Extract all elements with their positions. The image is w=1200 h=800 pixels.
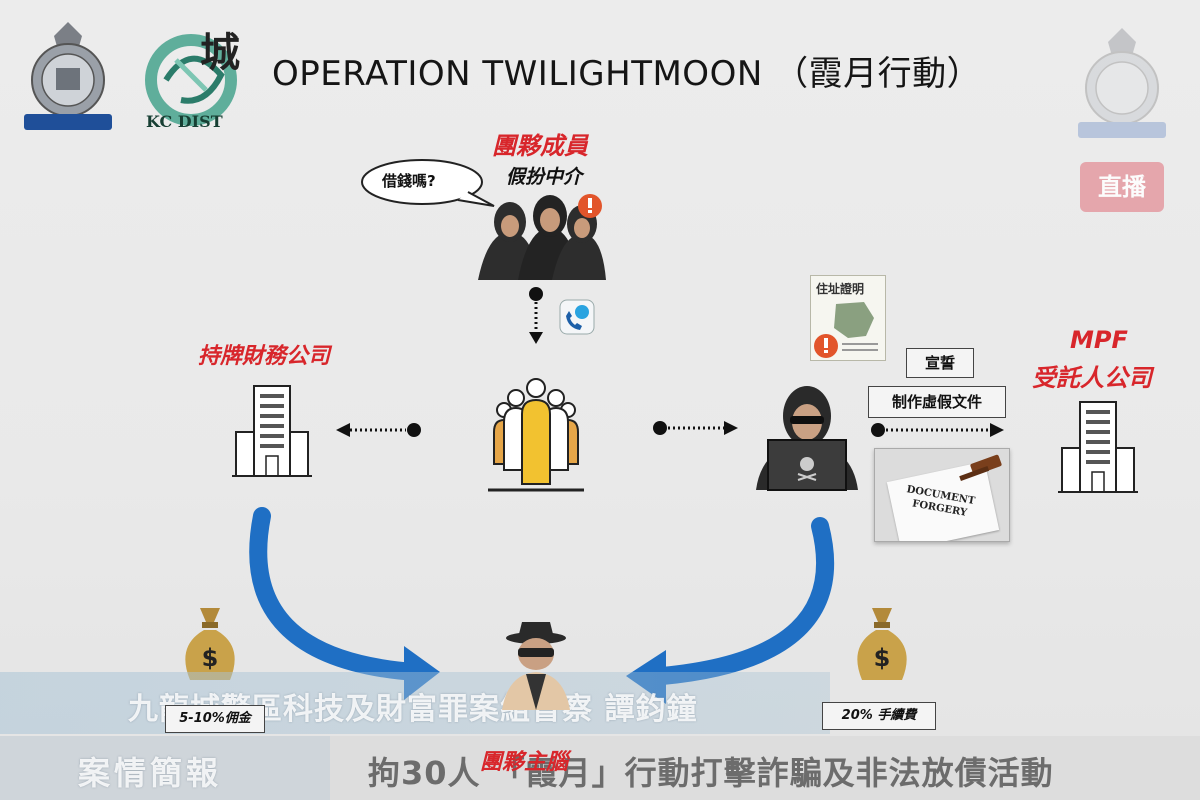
hacker-icon xyxy=(756,386,858,491)
commission-box: 5-10%佣金 xyxy=(165,705,265,733)
kc-dist-char: 城 xyxy=(200,29,240,76)
right-arrow xyxy=(653,421,738,435)
police-crest-watermark xyxy=(1078,28,1166,138)
agent-label: 假扮中介 xyxy=(506,166,583,188)
forge-arrow xyxy=(871,423,1004,437)
mastermind-icon xyxy=(502,622,570,710)
fee-box: 20% 手續費 xyxy=(822,702,936,730)
segment-caption: 案情簡報 xyxy=(78,754,223,792)
money-bag-icon: $ xyxy=(857,608,907,680)
svg-text:$: $ xyxy=(874,644,891,672)
finance-building-icon xyxy=(232,385,312,477)
document-forgery-image: DOCUMENT FORGERY xyxy=(874,448,1010,542)
kc-dist-logo xyxy=(145,34,237,126)
mastermind-label: 團夥主腦 xyxy=(480,750,569,775)
forge-docs-box: 制作虛假文件 xyxy=(868,386,1006,418)
speech-bubble xyxy=(361,159,495,207)
oath-box: 宣誓 xyxy=(906,348,974,378)
money-bag-icon: $ xyxy=(185,608,235,680)
address-proof-label: 住址證明 xyxy=(816,282,865,296)
svg-text:$: $ xyxy=(202,644,219,672)
group-icon xyxy=(488,378,584,492)
gang-member-label: 團夥成員 xyxy=(492,132,588,160)
finance-company-label: 持牌財務公司 xyxy=(198,344,331,369)
speaker-caption-band xyxy=(0,672,830,734)
phone-app-icon xyxy=(559,299,595,335)
call-arrow xyxy=(529,287,543,344)
mpf-building-icon xyxy=(1058,401,1138,493)
mpf-trustee-label: 受託人公司 xyxy=(1032,364,1152,392)
police-crest-logo xyxy=(24,22,112,130)
headline-band xyxy=(330,736,1200,800)
live-badge: 直播 xyxy=(1080,162,1164,212)
left-arrow xyxy=(336,423,421,437)
kc-dist-text: KC DIST xyxy=(146,112,223,131)
mpf-label: MPF xyxy=(1070,326,1128,354)
hooded-callers-icon xyxy=(478,194,606,280)
page-title: OPERATION TWILIGHTMOON （霞月行動） xyxy=(272,54,982,94)
map-warning-icon xyxy=(814,302,878,358)
headline-caption: 拘30人 「霞月」行動打擊詐騙及非法放債活動 xyxy=(368,754,1054,792)
bubble-text: 借錢嗎? xyxy=(382,172,436,190)
segment-band xyxy=(0,736,330,800)
